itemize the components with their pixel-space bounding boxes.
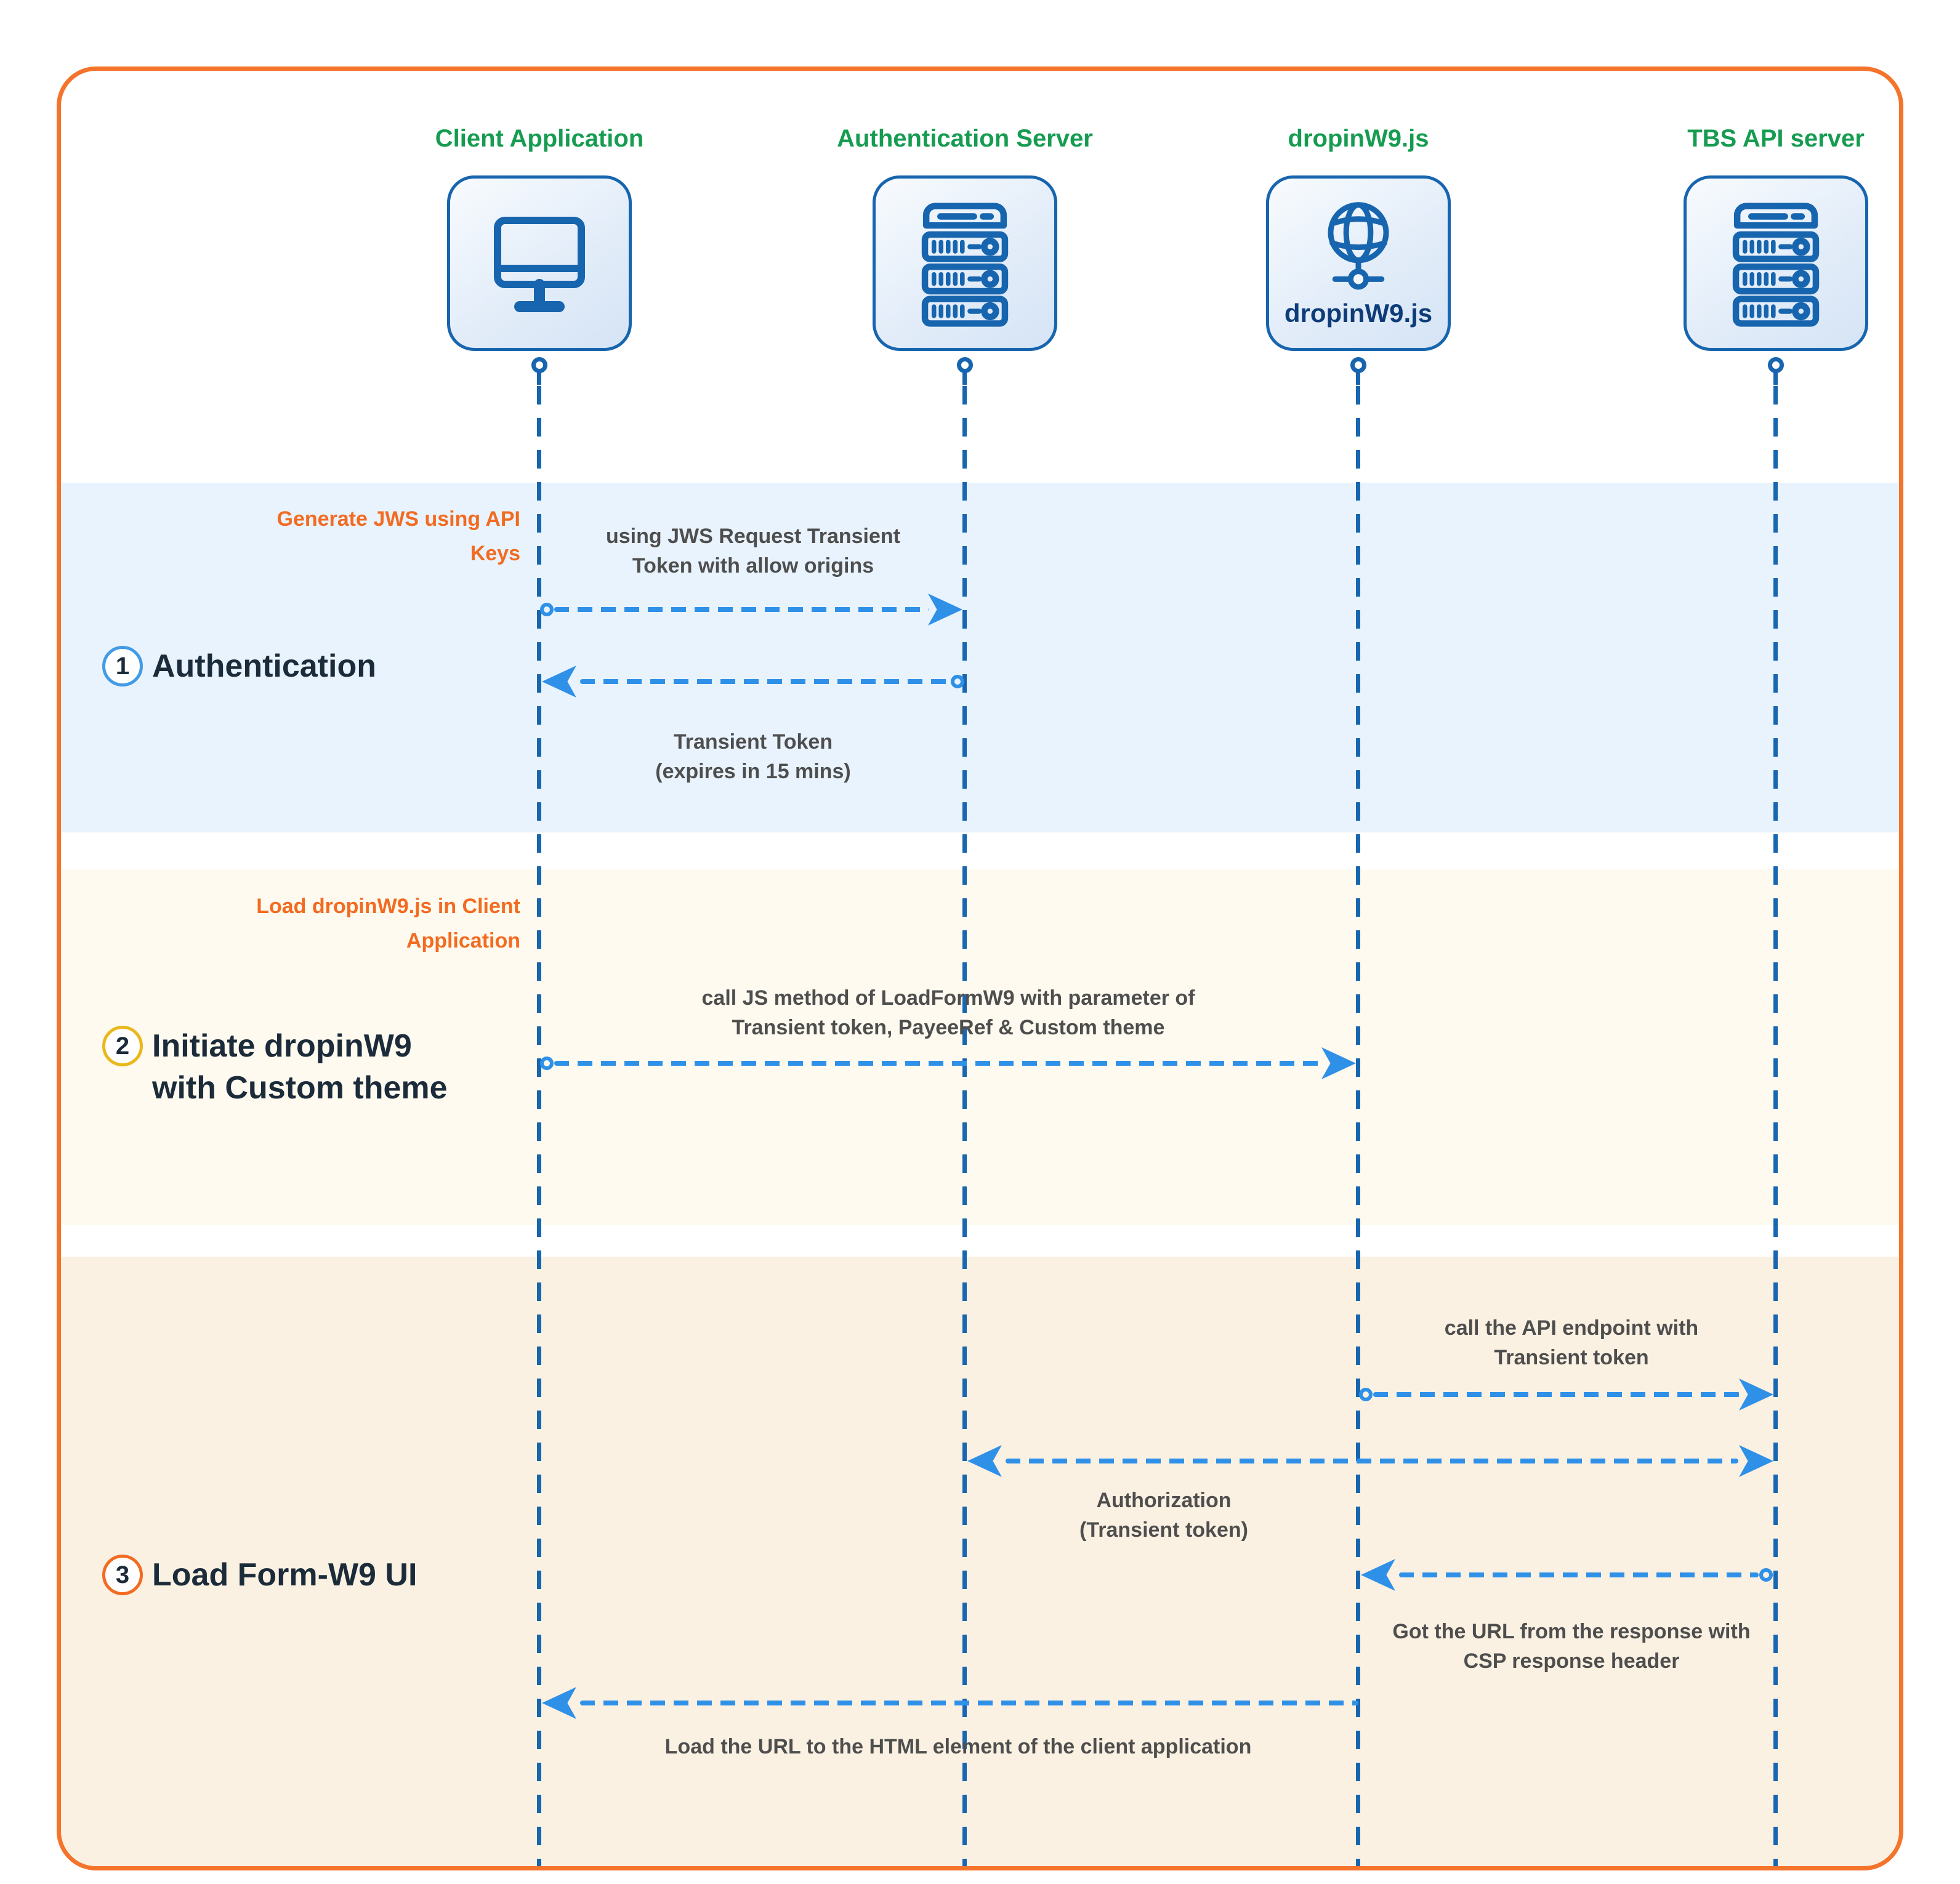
arrow-origin-ring	[540, 603, 554, 616]
pin-marker-stem	[1773, 371, 1778, 385]
message-label-3: call JS method of LoadFormW9 with parame…	[701, 986, 1195, 1039]
lifeline-client-application	[537, 386, 541, 1866]
actor-box-client-application	[447, 175, 632, 351]
pin-marker-stem	[537, 371, 541, 385]
globe-network-icon	[1303, 199, 1414, 297]
actor-title-authentication-server: Authentication Server	[837, 125, 1093, 152]
arrow-origin-ring	[1359, 1388, 1373, 1401]
message-arrow-1	[554, 607, 929, 612]
annotation-load-dropinw9: Load dropinW9.js in Client Application	[256, 895, 520, 952]
section-title-load-form-w9: Load Form-W9 UI	[152, 1557, 417, 1593]
message-label-4: call the API endpoint with Transient tok…	[1444, 1316, 1699, 1369]
actor-title-dropinw9-js: dropinW9.js	[1288, 125, 1429, 152]
section-number-3: 3	[102, 1555, 143, 1595]
message-arrow-4	[1373, 1392, 1740, 1397]
server-icon	[1711, 196, 1841, 331]
box-label-dropinw9-js: dropinW9.js	[1284, 298, 1433, 328]
lifeline-dropinw9-js	[1356, 386, 1360, 1866]
pin-marker-icon	[1350, 357, 1366, 373]
message-label-2: Transient Token (expires in 15 mins)	[655, 730, 851, 783]
annotation-generate-jws: Generate JWS using API Keys	[276, 507, 521, 565]
section-title-authentication: Authentication	[152, 648, 376, 684]
message-label-7: Load the URL to the HTML element of the …	[664, 1735, 1252, 1758]
actor-box-dropinw9-js: dropinW9.js	[1266, 175, 1451, 351]
message-arrow-5	[1006, 1459, 1738, 1463]
message-arrow-3	[554, 1061, 1323, 1066]
message-label-1: using JWS Request Transient Token with a…	[606, 525, 900, 578]
section-title-initiate-dropinw9: Initiate dropinW9 with Custom theme	[152, 1028, 448, 1106]
lifeline-authentication-server	[962, 386, 967, 1866]
message-label-6: Got the URL from the response with CSP r…	[1392, 1620, 1751, 1673]
message-arrow-6	[1399, 1572, 1759, 1577]
server-icon	[900, 196, 1030, 331]
section-band-authentication	[61, 483, 1899, 832]
arrow-origin-ring	[1759, 1568, 1773, 1582]
section-band-initiate-dropinw9	[61, 869, 1899, 1225]
monitor-icon	[472, 202, 607, 325]
section-band-load-form-w9	[61, 1257, 1899, 1866]
arrow-origin-ring	[540, 1057, 554, 1070]
arrow-origin-ring	[951, 675, 964, 688]
section-number-2: 2	[102, 1026, 143, 1066]
actor-box-authentication-server	[873, 175, 1057, 351]
message-label-5: Authorization (Transient token)	[1079, 1489, 1248, 1542]
pin-marker-stem	[1356, 371, 1360, 385]
section-number-1: 1	[102, 646, 143, 686]
pin-marker-stem	[962, 371, 967, 385]
diagram-frame: Client Application Authentication Server…	[57, 66, 1903, 1870]
actor-box-tbs-api-server	[1684, 175, 1868, 351]
pin-marker-icon	[531, 357, 547, 373]
message-arrow-2	[580, 679, 950, 684]
lifeline-tbs-api-server	[1773, 386, 1778, 1866]
actor-title-tbs-api-server: TBS API server	[1687, 125, 1865, 152]
pin-marker-icon	[1768, 357, 1784, 373]
message-arrow-7	[580, 1701, 1358, 1705]
actor-title-client-application: Client Application	[435, 125, 644, 152]
pin-marker-icon	[957, 357, 973, 373]
